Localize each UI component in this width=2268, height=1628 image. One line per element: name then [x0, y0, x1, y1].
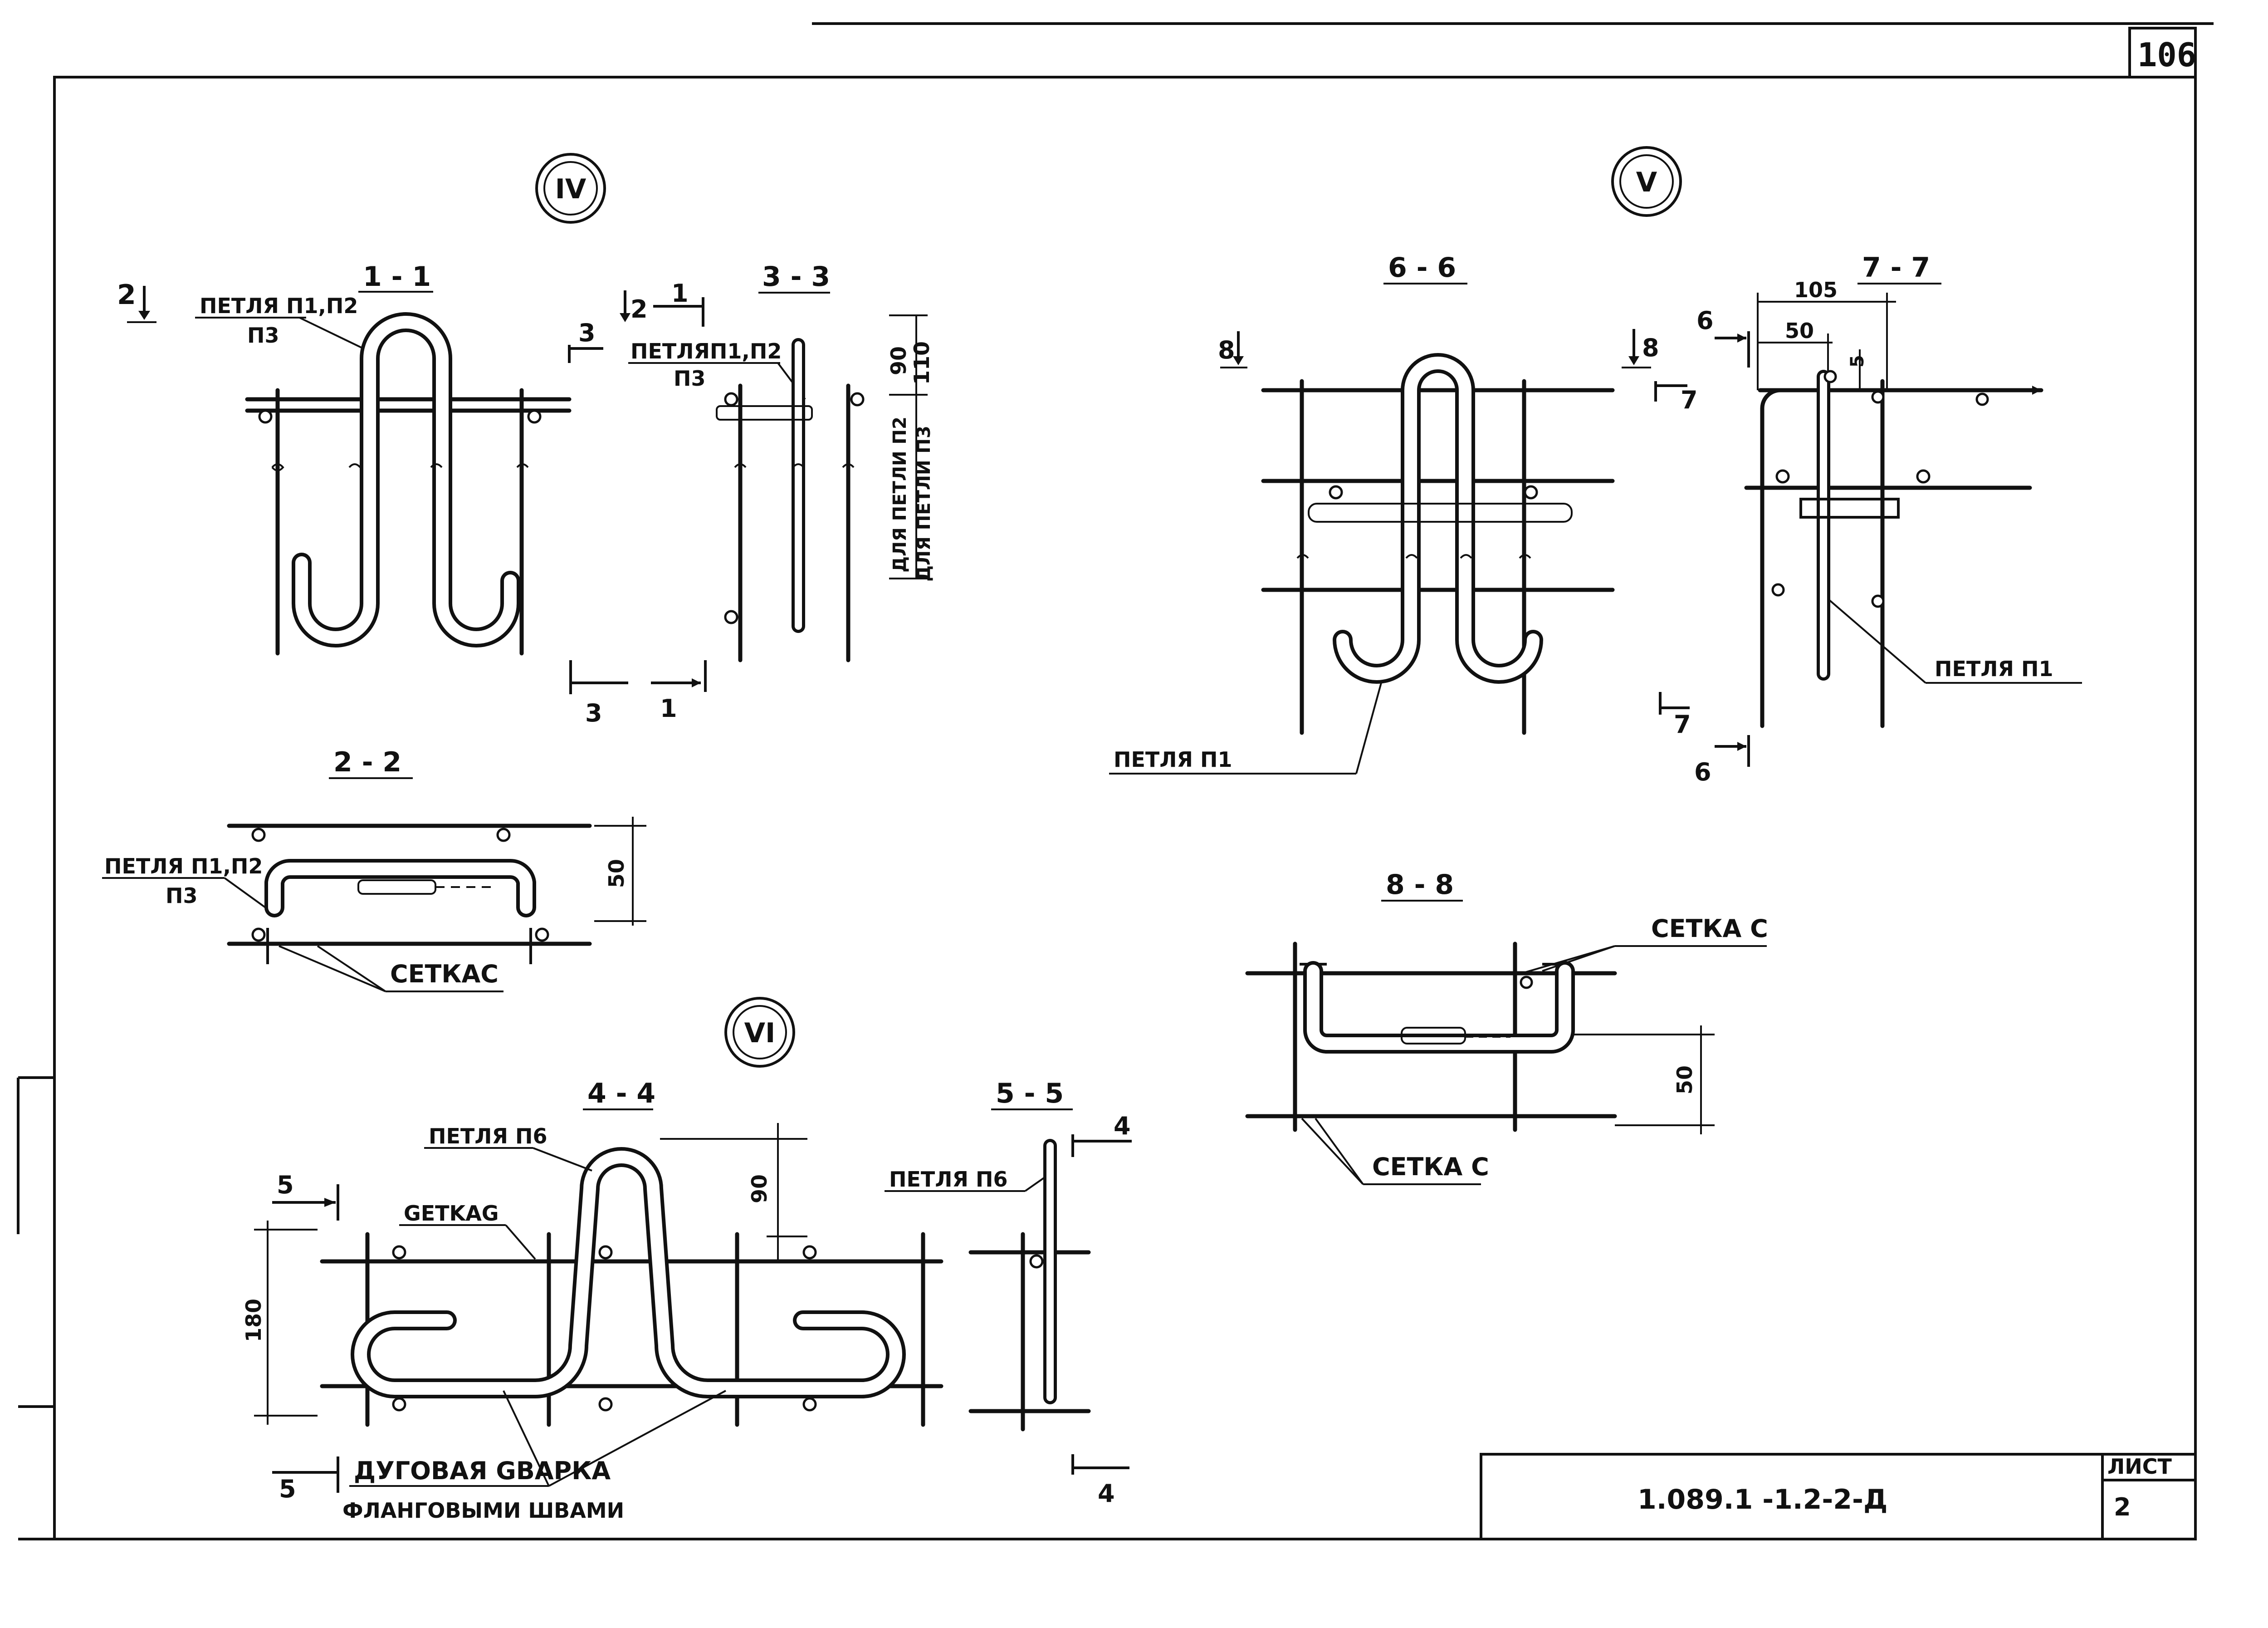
- section-title: 1 - 1: [363, 261, 431, 293]
- dim-50: 50: [1672, 1065, 1697, 1094]
- drawing-code: 1.089.1 -1.2-2-Д: [1637, 1484, 1887, 1515]
- section-mark-4: 4: [1098, 1479, 1115, 1508]
- section-mark-6: 6: [1694, 758, 1711, 786]
- for-p3-label: ДЛЯ ПЕТЛИ П3: [914, 426, 934, 582]
- section-2-2: 2 - 2 ПЕТЛЯ П1,П2 П3 СЕТКАС 50: [102, 746, 646, 992]
- section-mark-7: 7: [1674, 710, 1691, 739]
- section-6-6: 6 - 6 8 8 ПЕТЛЯ П1: [1109, 252, 1659, 775]
- dim-5: 5: [1847, 355, 1868, 368]
- page-number-box: 106: [2128, 27, 2197, 78]
- section-mark-7: 7: [1681, 386, 1698, 414]
- loop-p1-p2-label: ПЕТЛЯ П1,П2: [200, 294, 358, 318]
- node-marker-iv: IV: [535, 153, 606, 224]
- node-label: V: [1636, 167, 1657, 198]
- dim-110: 110: [909, 341, 934, 385]
- section-mark-5: 5: [279, 1475, 296, 1503]
- section-mark-2: 2: [117, 279, 136, 311]
- loop-p6-label: ПЕТЛЯ П6: [889, 1167, 1007, 1192]
- for-p2-label: ДЛЯ ПЕТЛИ П2: [890, 417, 910, 573]
- dim-105: 105: [1794, 278, 1838, 302]
- section-mark-2: 2: [631, 295, 648, 324]
- p3-label: П3: [674, 366, 706, 391]
- node-label: VI: [744, 1017, 776, 1049]
- p3-label: П3: [247, 323, 279, 348]
- weld-label-line1: ДУГОВАЯ GВАРКА: [354, 1456, 611, 1485]
- section-1-1: 1 - 1 2 ПЕТЛЯ П1,П2 П3: [117, 261, 572, 656]
- sheet-label: ЛИСТ: [2107, 1454, 2172, 1479]
- sheet-number: 2: [2114, 1493, 2131, 1521]
- loop-p6-label: ПЕТЛЯ П6: [429, 1124, 547, 1148]
- dim-90: 90: [747, 1174, 772, 1203]
- section-title: 5 - 5: [996, 1078, 1064, 1109]
- loop-p1-label: ПЕТЛЯ П1: [1114, 747, 1232, 772]
- node-marker-vi: VI: [724, 997, 795, 1068]
- section-mark-1: 1: [660, 694, 677, 723]
- dim-90: 90: [886, 346, 911, 375]
- node-marker-v: V: [1611, 146, 1682, 217]
- section-title: 6 - 6: [1388, 252, 1456, 284]
- loop-p1-label: ПЕТЛЯ П1: [1935, 657, 2053, 681]
- section-title: 8 - 8: [1386, 869, 1454, 901]
- loop-p1-p2-label: ПЕТЛЯП1,П2: [631, 339, 782, 363]
- mesh-label: СЕТКА С: [1372, 1152, 1489, 1181]
- section-title: 2 - 2: [333, 746, 401, 778]
- section-3-3: 3 - 3 3 2 1 ПЕТЛЯП1,П2 П3 3 1: [568, 261, 934, 727]
- section-4-4: 4 - 4 5 5 ПЕТЛЯ П6 GETKAG: [241, 1078, 943, 1523]
- section-mark-8: 8: [1218, 336, 1235, 364]
- section-mark-4: 4: [1114, 1112, 1131, 1140]
- section-title: 7 - 7: [1862, 252, 1930, 284]
- section-8-8: 8 - 8 СЕТКА С СЕТКА С 50: [1245, 869, 1768, 1185]
- dim-50: 50: [1785, 319, 1814, 343]
- section-mark-1: 1: [671, 279, 689, 308]
- sheet-frame: [17, 22, 2214, 1540]
- section-mark-3: 3: [578, 319, 596, 347]
- section-mark-6: 6: [1696, 306, 1714, 335]
- section-mark-3: 3: [585, 699, 602, 727]
- section-title: 3 - 3: [762, 261, 830, 293]
- dim-50: 50: [604, 859, 629, 888]
- weld-label-line2: ФЛАНГОВЫМИ ШВАМИ: [342, 1498, 624, 1523]
- page-number: 106: [2137, 36, 2196, 74]
- node-label: IV: [555, 173, 587, 205]
- dim-180: 180: [241, 1299, 266, 1342]
- mesh-label: GETKAG: [404, 1201, 499, 1226]
- loop-p1-p2-label: ПЕТЛЯ П1,П2: [104, 854, 263, 878]
- section-7-7: 7 - 7 105 50 5 6 7: [1654, 252, 2082, 786]
- section-mark-5: 5: [277, 1171, 294, 1199]
- section-5-5: 5 - 5 4 ПЕТЛЯ П6 4: [885, 1078, 1132, 1508]
- p3-label: П3: [166, 883, 198, 908]
- mesh-label: СЕТКАС: [390, 960, 499, 988]
- section-mark-8: 8: [1642, 333, 1659, 362]
- mesh-label: СЕТКА С: [1651, 914, 1768, 943]
- title-block: 1.089.1 -1.2-2-Д ЛИСТ 2: [1480, 1453, 2197, 1540]
- section-title: 4 - 4: [587, 1078, 655, 1109]
